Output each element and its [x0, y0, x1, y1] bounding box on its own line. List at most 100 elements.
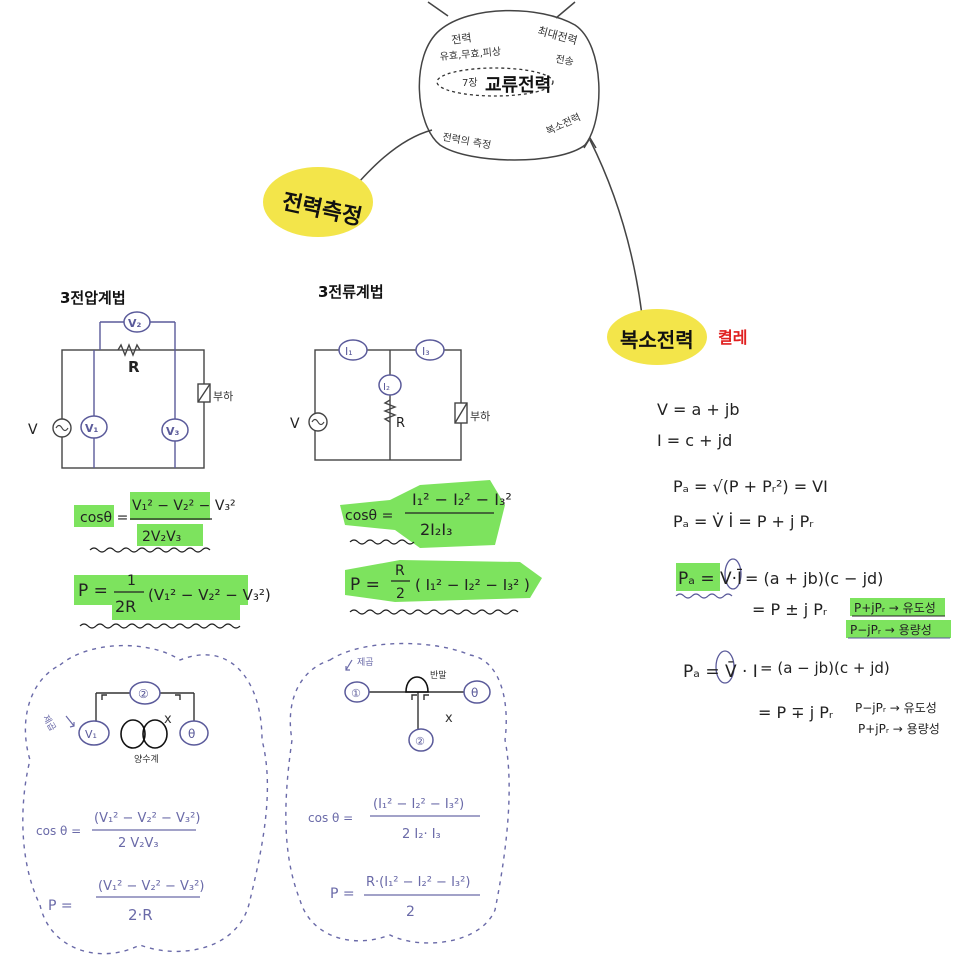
branch-right	[589, 139, 643, 316]
left-p-formula: P = 1 2R (V₁² − V₂² − V₃²)	[74, 573, 271, 629]
left-source-label: V	[28, 422, 38, 438]
right-line-3: Pₐ = √(P + Pᵣ²) = VI	[673, 477, 828, 496]
memo-left-caption: 양수계	[134, 753, 159, 765]
memo-left-cos-den: 2 V₂V₃	[118, 836, 159, 851]
memo-left-p-num: (V₁² − V₂² − V₃²)	[98, 879, 204, 894]
complex-power-notes: V = a + jb I = c + jd Pₐ = √(P + Pᵣ²) = …	[657, 400, 951, 736]
twin-bumps-icon	[120, 719, 168, 749]
center-num: 7장	[462, 77, 478, 89]
left-resistor-label: R	[128, 358, 140, 376]
node-left-highlight	[263, 167, 373, 237]
ammeter-method: 3전류계법 V R 부하 I₁ I₃ I₂ cosθ = I₁² − I₂	[285, 283, 542, 944]
svg-text:P =: P =	[350, 575, 380, 595]
middle-p-formula: P = R 2 ( I₁² − I₂² − I₃² )	[345, 560, 542, 615]
right-line-7-lhs: Pₐ = V̄ · I	[683, 660, 758, 682]
memo-meter-theta-icon: θ	[463, 680, 491, 704]
center-bottom-right: 복소전력	[544, 111, 582, 137]
ammeter-i3-icon: I₃	[415, 339, 445, 361]
right-line-2: I = c + jd	[657, 431, 732, 450]
right-line-6: = P ± j Pᵣ	[752, 600, 828, 619]
right-line-5-rhs: = (a + jb)(c − jd)	[745, 569, 883, 588]
voltmeter-v2-icon: V₂	[123, 311, 151, 333]
svg-text:cosθ =: cosθ =	[80, 510, 128, 526]
middle-resistor-label: R	[396, 416, 405, 431]
svg-text:P =: P =	[78, 581, 108, 601]
svg-text:V₁: V₁	[85, 422, 99, 435]
right-note-1b: P−jPᵣ → 용량성	[850, 623, 932, 637]
svg-text:I₁² − I₂² − I₃²: I₁² − I₂² − I₃²	[412, 490, 512, 509]
svg-text:( I₁² − I₂² − I₃² ): ( I₁² − I₂² − I₃² )	[415, 576, 530, 594]
middle-load-label: 부하	[470, 409, 490, 423]
voltmeter-method: 3전압계법 V R 부하 V₂ V₁ V₃	[22, 289, 271, 955]
svg-text:2V₂V₃: 2V₂V₃	[142, 529, 181, 545]
middle-cos-formula: cosθ = I₁² − I₂² − I₃² 2I₂I₃	[340, 480, 512, 548]
node-right-highlight	[607, 309, 707, 365]
svg-text:①: ①	[351, 687, 361, 700]
svg-text:θ: θ	[188, 727, 195, 741]
svg-text:2I₂I₃: 2I₂I₃	[420, 520, 452, 539]
right-line-5-lhs: Pₐ = V·Ī	[678, 567, 742, 589]
memo-middle-caption: 반말	[430, 669, 447, 681]
node-right-note: 켤레	[718, 328, 747, 347]
svg-text:V₃: V₃	[166, 425, 180, 438]
svg-text:I₂: I₂	[383, 382, 390, 393]
middle-title: 3전류계법	[318, 283, 384, 301]
svg-text:(V₁² − V₂² − V₃²): (V₁² − V₂² − V₃²)	[148, 586, 271, 604]
memo-middle-cos-num: (I₁² − I₂² − I₃²)	[373, 797, 464, 812]
svg-text:2R: 2R	[115, 597, 136, 616]
svg-text:V₁² − V₂² − V₃²: V₁² − V₂² − V₃²	[132, 498, 236, 514]
center-top-right-1: 최대전력	[536, 24, 578, 47]
memo-middle-cos-den: 2 I₂· I₃	[402, 827, 441, 842]
memo-middle-side-note: 제곱	[357, 657, 374, 668]
memo-meter-theta-icon: θ	[179, 720, 209, 746]
memo-middle-p-lhs: P =	[330, 886, 355, 902]
middle-source-label: V	[290, 416, 300, 432]
svg-text:②: ②	[415, 735, 425, 748]
memo-left-side-note: 제곱	[40, 713, 58, 733]
conjugate-circle-icon	[724, 558, 742, 590]
right-highlight-pa	[676, 563, 720, 591]
svg-text:②: ②	[138, 687, 149, 701]
memo-left-cos-lhs: cos θ =	[36, 824, 81, 838]
center-inner-dotted	[436, 67, 554, 97]
center-top-left-2: 유효,무효,피상	[439, 46, 501, 63]
svg-text:cosθ =: cosθ =	[345, 508, 393, 524]
memo-left-p-den: 2·R	[128, 906, 153, 924]
svg-text:I₁: I₁	[345, 345, 353, 358]
memo-middle-cos-lhs: cos θ =	[308, 811, 353, 825]
conjugate-circle-icon	[715, 650, 735, 684]
half-dome-icon	[405, 676, 429, 693]
left-cos-formula: cosθ = V₁² − V₂² − V₃² 2V₂V₃	[74, 492, 236, 553]
right-line-4: Pₐ = V̇ İ = P + j Pᵣ	[673, 512, 814, 531]
right-line-7-rhs: = (a − jb)(c + jd)	[760, 659, 890, 677]
center-title: 교류전력	[485, 75, 551, 96]
left-load-label: 부하	[213, 389, 233, 403]
right-note-2a: P−jPᵣ → 유도성	[855, 701, 937, 715]
voltmeter-circuit	[61, 321, 211, 469]
memo-left-x: x	[164, 712, 172, 727]
ammeter-i2-icon: I₂	[378, 374, 402, 396]
node-right-label: 복소전력	[620, 328, 694, 352]
svg-text:1: 1	[127, 573, 136, 589]
right-line-1: V = a + jb	[657, 400, 740, 419]
left-memo-cloud	[22, 644, 269, 955]
memo-left-p-lhs: P =	[48, 898, 73, 914]
memo-meter-2-icon: ②	[408, 728, 434, 752]
svg-text:R: R	[395, 563, 405, 579]
right-note-2b: P+jPᵣ → 용량성	[858, 722, 940, 736]
memo-meter-v1-icon: V₁	[78, 720, 110, 746]
memo-middle-x: x	[445, 711, 453, 726]
memo-middle-p-num: R·(I₁² − I₂² − I₃²)	[366, 875, 470, 890]
mindmap: 7장 교류전력 전력 유효,무효,피상 최대전력 전송 전력의 측정 복소전력 …	[263, 1, 747, 365]
voltmeter-v1-icon: V₁	[80, 415, 108, 439]
memo-middle-p-den: 2	[406, 904, 415, 920]
center-top-left-1: 전력	[451, 31, 473, 47]
memo-left-cos-num: (V₁² − V₂² − V₃²)	[94, 811, 200, 826]
ammeter-circuit	[314, 349, 468, 461]
svg-text:θ: θ	[471, 686, 478, 700]
right-line-8: = P ∓ j Pᵣ	[758, 703, 834, 722]
ammeter-i1-icon: I₁	[338, 339, 368, 361]
svg-text:V₁: V₁	[85, 728, 97, 741]
memo-meter-2-icon: ②	[129, 681, 161, 705]
